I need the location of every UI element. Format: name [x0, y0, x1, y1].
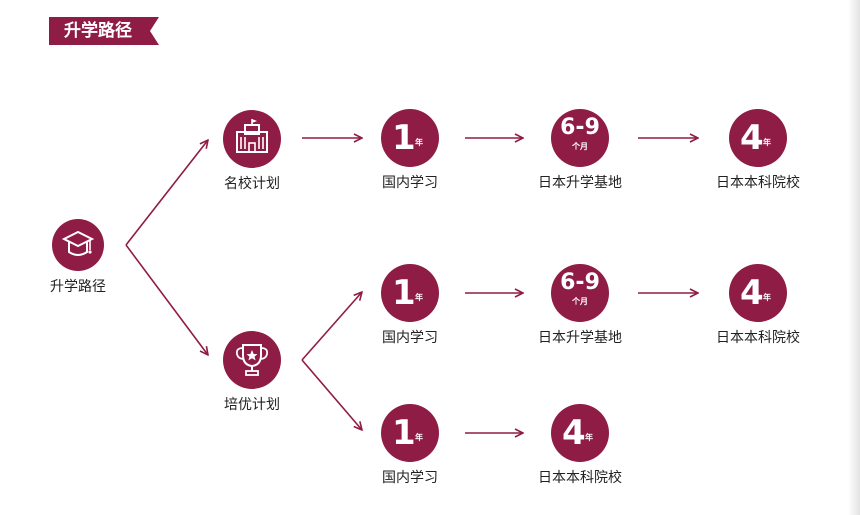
- duration-unit: 年: [415, 138, 423, 147]
- duration-value: 6-9: [560, 270, 600, 295]
- plan-elite-label: 名校计划: [224, 176, 280, 192]
- trophy-icon: [235, 344, 269, 376]
- duration-unit: 年: [585, 433, 593, 442]
- root-circle: [52, 219, 104, 271]
- duration-unit: 年: [415, 293, 423, 302]
- duration-value: 4: [562, 413, 586, 453]
- split-arrow-down: [301, 359, 362, 430]
- step-japan-university-circle: 4 年: [729, 109, 787, 167]
- plan-elite-circle: [223, 110, 281, 168]
- graduation-cap-icon: [61, 230, 95, 256]
- title-banner-shape: [49, 17, 159, 45]
- duration-value: 4: [740, 273, 764, 313]
- plan-advanced-label: 培优计划: [224, 397, 280, 413]
- step-domestic-circle: 1 年: [381, 109, 439, 167]
- step-japan-university-circle: 4 年: [551, 404, 609, 462]
- step-label: 日本本科院校: [716, 330, 800, 346]
- step-domestic-circle: 1 年: [381, 264, 439, 322]
- plan-node-elite: 名校计划: [182, 110, 322, 193]
- step-japan-base: 6-9 个月 日本升学基地: [510, 109, 650, 192]
- page-edge-shadow: [848, 0, 860, 515]
- plan-advanced-circle: [223, 331, 281, 389]
- section-title-tag: 升学路径: [49, 17, 161, 45]
- duration-value: 6-9: [560, 115, 600, 140]
- step-japan-university: 4 年 日本本科院校: [510, 404, 650, 487]
- step-domestic-circle: 1 年: [381, 404, 439, 462]
- plan-node-advanced: 培优计划: [182, 331, 322, 414]
- duration-unit: 年: [763, 138, 771, 147]
- step-label: 日本本科院校: [538, 470, 622, 486]
- duration-value: 4: [740, 118, 764, 158]
- step-japan-university: 4 年 日本本科院校: [688, 109, 828, 192]
- step-domestic: 1 年 国内学习: [340, 109, 480, 192]
- step-japan-base: 6-9 个月 日本升学基地: [510, 264, 650, 347]
- step-label: 国内学习: [382, 470, 438, 486]
- step-japan-university: 4 年 日本本科院校: [688, 264, 828, 347]
- branch-arrow-top: [125, 140, 208, 246]
- duration-value: 1: [392, 413, 416, 453]
- step-label: 日本本科院校: [716, 175, 800, 191]
- duration-unit: 个月: [572, 297, 588, 306]
- school-building-icon: [236, 119, 268, 153]
- step-domestic: 1 年 国内学习: [340, 404, 480, 487]
- step-domestic: 1 年 国内学习: [340, 264, 480, 347]
- duration-unit: 年: [415, 433, 423, 442]
- step-label: 国内学习: [382, 330, 438, 346]
- step-label: 日本升学基地: [538, 175, 622, 191]
- step-label: 日本升学基地: [538, 330, 622, 346]
- split-arrow-up: [301, 292, 362, 361]
- branch-arrow-bottom: [125, 244, 208, 355]
- step-japan-base-circle: 6-9 个月: [551, 264, 609, 322]
- root-node: 升学路径: [8, 219, 148, 296]
- step-label: 国内学习: [382, 175, 438, 191]
- step-japan-university-circle: 4 年: [729, 264, 787, 322]
- duration-unit: 年: [763, 293, 771, 302]
- page-title: 升学路径: [64, 21, 132, 41]
- duration-value: 1: [392, 273, 416, 313]
- step-japan-base-circle: 6-9 个月: [551, 109, 609, 167]
- duration-value: 1: [392, 118, 416, 158]
- duration-unit: 个月: [572, 142, 588, 151]
- root-label: 升学路径: [50, 279, 106, 295]
